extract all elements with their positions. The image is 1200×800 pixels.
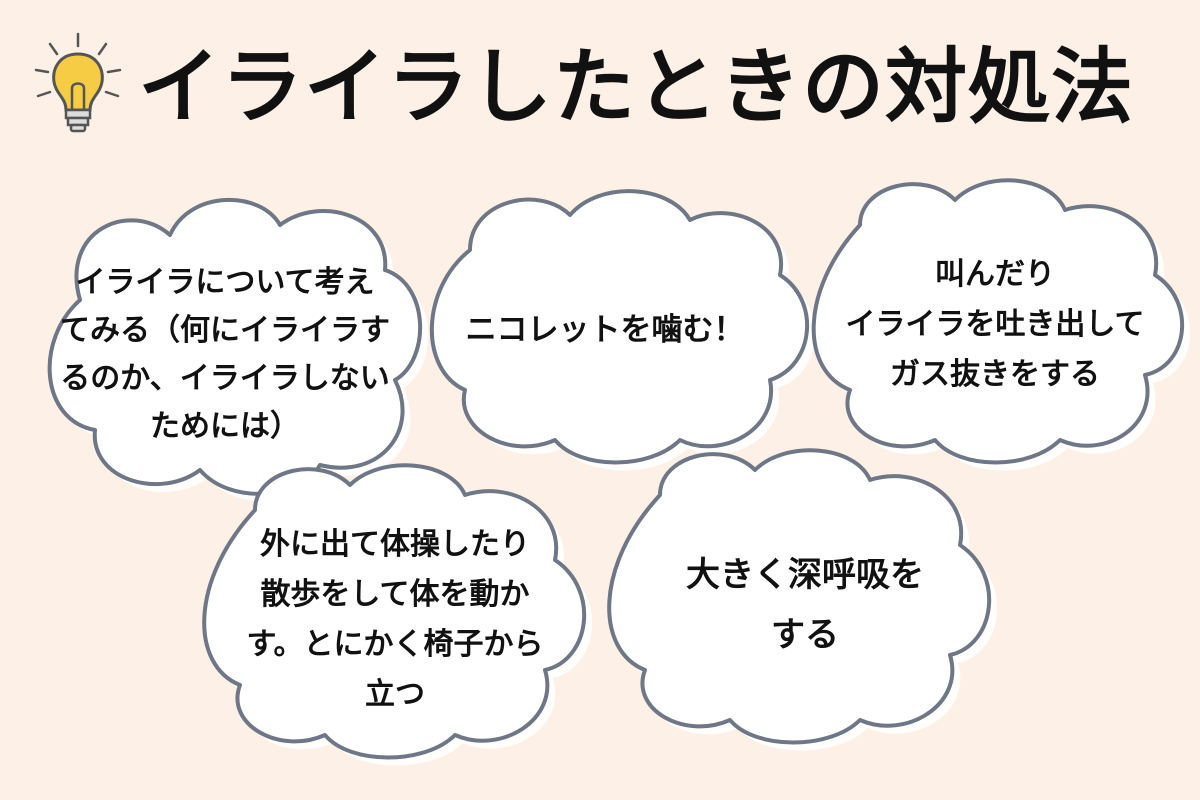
cloud-line: ニコレットを噛む！ xyxy=(465,312,745,348)
cloud-text-think: イライラについて考え てみる（何にイライラす るのか、イライラしない ためには） xyxy=(40,245,410,465)
cloud-line: 立つ xyxy=(365,677,425,712)
header: イライラしたときの対処法 xyxy=(30,28,1170,148)
cloud-5 xyxy=(607,448,992,745)
cloud-line: 散歩をして体を動か xyxy=(260,577,530,612)
cloud-text-nicorette: ニコレットを噛む！ xyxy=(440,290,770,370)
cloud-text-exercise: 外に出て体操したり 散歩をして体を動か す。とにかく椅子から 立つ xyxy=(205,505,585,735)
cloud-line: ためには） xyxy=(150,409,300,444)
cloud-3 xyxy=(811,178,1185,465)
cloud-line: イライラを吐き出して xyxy=(845,307,1145,342)
cloud-line: 叫んだり xyxy=(935,257,1055,292)
cloud-line: する xyxy=(771,615,839,655)
cloud-line: す。とにかく椅子から xyxy=(246,627,544,662)
cloud-line: てみる（何にイライラす xyxy=(60,313,390,348)
cloud-4 xyxy=(202,463,587,760)
cloud-line: 外に出て体操したり xyxy=(260,527,530,562)
cloud-text-shout: 叫んだり イライラを吐き出して ガス抜きをする xyxy=(820,240,1170,410)
cloud-line: ガス抜きをする xyxy=(890,357,1100,392)
cloud-text-breathe: 大きく深呼吸を する xyxy=(620,540,990,670)
cloud-line: 大きく深呼吸を xyxy=(686,555,924,595)
cloud-2 xyxy=(429,189,810,465)
cloud-line: イライラについて考え xyxy=(75,265,375,300)
lightbulb-icon xyxy=(34,32,122,133)
cloud-line: るのか、イライラしない xyxy=(60,361,390,396)
page-title: イライラしたときの対処法 xyxy=(138,40,1135,135)
cloud-1 xyxy=(47,197,423,496)
